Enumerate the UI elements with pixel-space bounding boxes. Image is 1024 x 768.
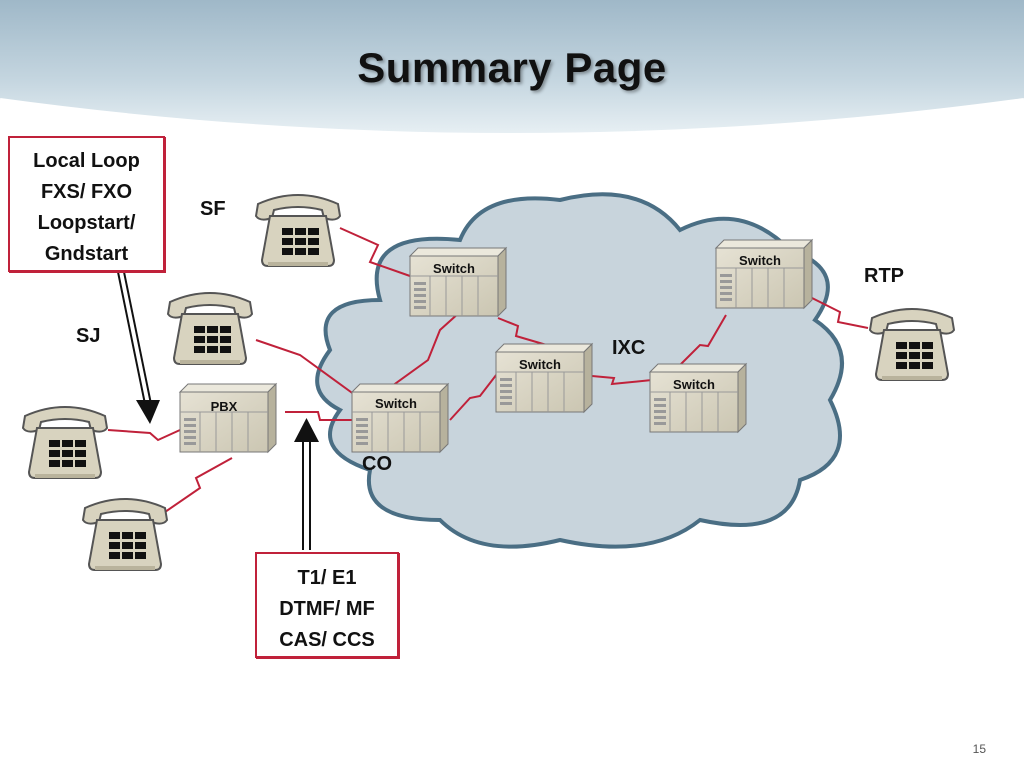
callout-line: FXS/ FXO	[40, 181, 133, 203]
callout-line: DTMF/ MF	[279, 598, 375, 620]
switch-device-icon	[351, 383, 449, 453]
switch-rtp-label: Switch	[739, 253, 781, 268]
switch-ixc-label: Switch	[673, 377, 715, 392]
label-rtp: RTP	[864, 265, 904, 287]
switch-device-icon	[495, 343, 593, 413]
callout-line: Local Loop	[33, 150, 140, 172]
label-co: CO	[362, 453, 392, 475]
switch-device-icon	[409, 247, 507, 317]
callout-line: Loopstart/	[37, 212, 136, 234]
header-banner	[0, 0, 1024, 135]
telephone-icon	[167, 292, 253, 365]
pbx-device-icon	[179, 383, 277, 453]
label-ixc: IXC	[612, 337, 646, 359]
switch-device-icon	[649, 363, 747, 433]
switch-mid-label: Switch	[519, 357, 561, 372]
arrow-trunk	[294, 418, 319, 550]
pbx-label: PBX	[211, 399, 238, 414]
callout-line: CAS/ CCS	[279, 629, 375, 651]
telephone-icon	[255, 194, 341, 267]
switch-device-icon	[715, 239, 813, 309]
callout-line: T1/ E1	[297, 567, 357, 589]
connection-links	[107, 227, 869, 513]
telephone-icon	[869, 308, 955, 381]
label-sj: SJ	[76, 325, 101, 347]
slide-number: 15	[972, 742, 986, 756]
callout-line: Gndstart	[44, 243, 129, 265]
label-sf: SF	[200, 198, 226, 220]
trunk-callout: T1/ E1 DTMF/ MF CAS/ CCS	[255, 552, 399, 658]
page-title: Summary Page	[357, 44, 667, 91]
switch-co-label: Switch	[375, 396, 417, 411]
switch-sf-label: Switch	[433, 261, 475, 276]
arrow-local-loop	[117, 271, 160, 424]
telephone-icon	[22, 406, 108, 479]
telephone-icon	[82, 498, 168, 571]
local-loop-callout: Local Loop FXS/ FXO Loopstart/ Gndstart	[8, 136, 165, 272]
